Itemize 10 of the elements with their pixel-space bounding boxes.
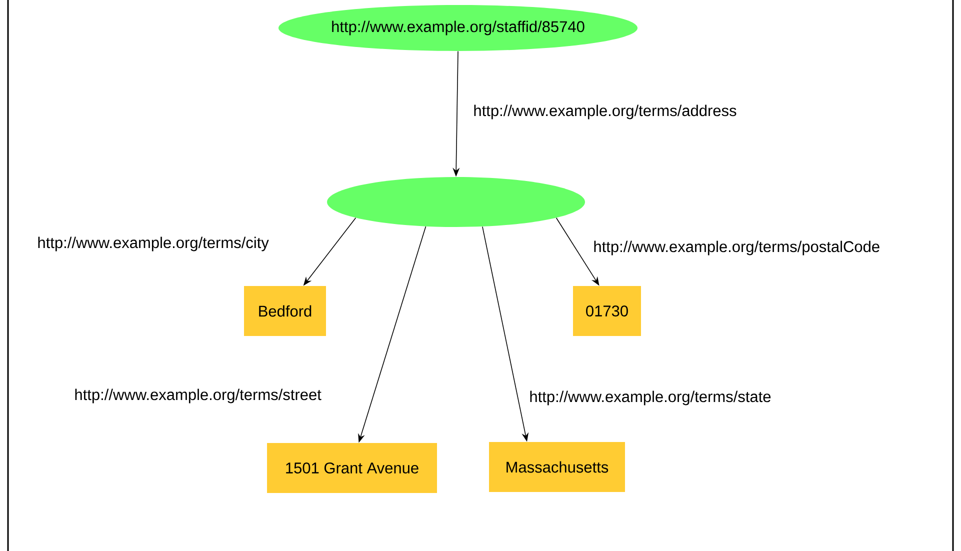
resource-ellipse: [327, 177, 585, 227]
edge-label: http://www.example.org/terms/city: [36, 236, 270, 252]
edge-label: http://www.example.org/terms/street: [73, 388, 322, 404]
edge-label: http://www.example.org/terms/state: [528, 390, 772, 406]
literal-box: Bedford: [244, 286, 326, 336]
edge-label: http://www.example.org/terms/address: [472, 104, 738, 120]
edge-label: http://www.example.org/terms/postalCode: [592, 240, 882, 256]
literal-box: 01730: [573, 286, 641, 336]
literal-box: 1501 Grant Avenue: [267, 443, 437, 493]
literal-box: Massachusetts: [489, 442, 625, 492]
